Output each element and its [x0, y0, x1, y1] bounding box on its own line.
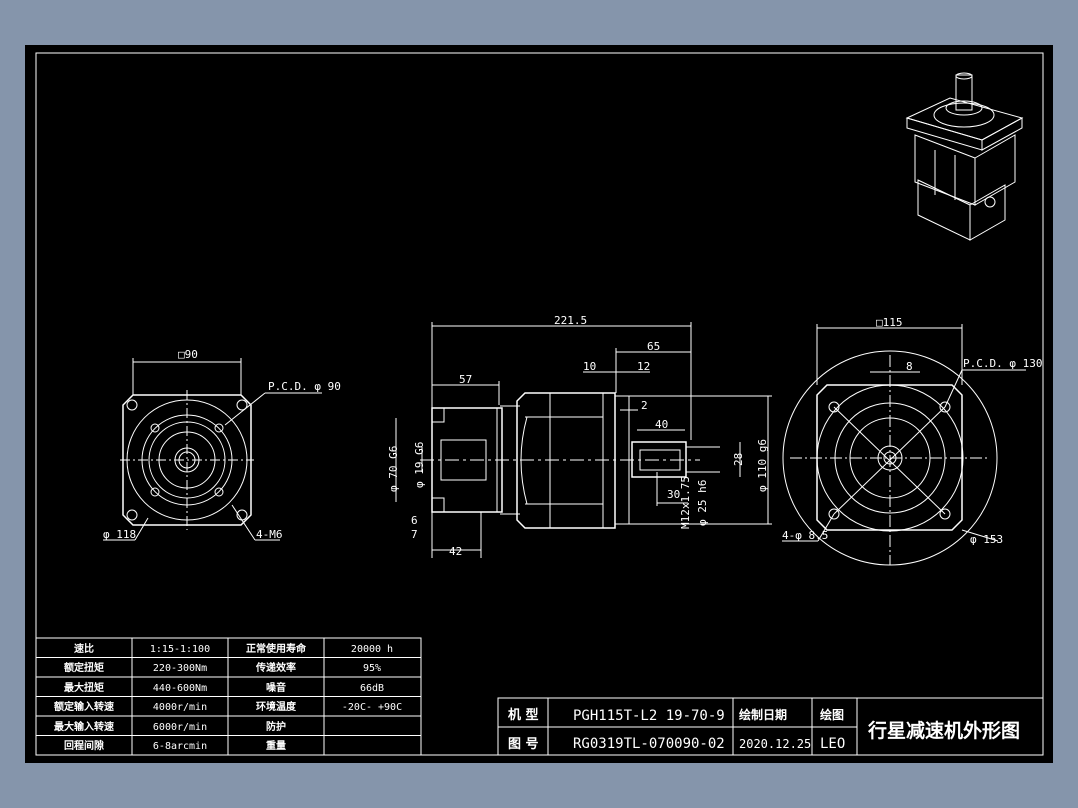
dim-right-8: 8 — [906, 360, 913, 373]
dim-6: 6 — [411, 514, 418, 527]
dim-right-square: □115 — [876, 316, 903, 329]
dim-42: 42 — [449, 545, 462, 558]
dim-m12: M12x1.75 — [679, 476, 692, 529]
title-block: 机 型 图 号 PGH115T-L2 19-70-9 RG0319TL-0700… — [497, 697, 1044, 756]
dim-left-holes: 4-M6 — [256, 528, 283, 541]
spec-value: 1:15-1:100 — [150, 644, 210, 655]
spec-value: 4000r/min — [153, 702, 207, 713]
spec-label: 环境温度 — [256, 700, 297, 713]
spec-value: 6000r/min — [153, 722, 207, 733]
dim-right-pcd: P.C.D. φ 130 — [963, 357, 1042, 370]
spec-value: 6-8arcmin — [153, 741, 207, 752]
spec-label: 额定扭矩 — [64, 661, 104, 674]
model-value: PGH115T-L2 19-70-9 — [573, 708, 725, 724]
dim-57: 57 — [459, 373, 472, 386]
dim-12: 12 — [637, 360, 650, 373]
date-value: 2020.12.25 — [739, 737, 811, 751]
spec-value: 220-300Nm — [153, 663, 207, 674]
dim-right-holes: 4-φ 8.5 — [782, 529, 828, 542]
spec-label: 正常使用寿命 — [246, 642, 307, 655]
input-flange-view: □90 P.C.D. φ 90 φ 118 4-M6 — [103, 348, 341, 541]
drawer-label: 绘图 — [820, 707, 844, 722]
spec-label: 防护 — [266, 720, 286, 733]
dim-10: 10 — [583, 360, 596, 373]
dim-phi110: φ 110 g6 — [756, 439, 769, 492]
spec-value: 95% — [363, 663, 381, 674]
spec-value: 440-600Nm — [153, 683, 207, 694]
dim-phi25: φ 25 h6 — [696, 480, 709, 526]
dim-left-dia: φ 118 — [103, 528, 136, 541]
dim-7: 7 — [411, 528, 418, 541]
dim-phi70: φ 70 G6 — [387, 446, 400, 492]
spec-label: 传递效率 — [255, 661, 296, 674]
spec-table: 速比 1:15-1:100 正常使用寿命 20000 h 额定扭矩 220-30… — [35, 637, 422, 756]
output-flange-view: □115 8 P.C.D. φ 130 4-φ 8.5 φ 153 — [782, 316, 1042, 566]
dim-40: 40 — [655, 418, 668, 431]
spec-label: 最大扭矩 — [64, 681, 104, 694]
spec-label: 额定输入转速 — [54, 700, 114, 713]
drawing-no-label: 图 号 — [508, 737, 539, 752]
date-label: 绘制日期 — [739, 707, 787, 722]
spec-label: 重量 — [266, 739, 286, 752]
dim-left-pcd: P.C.D. φ 90 — [268, 380, 341, 393]
dim-30: 30 — [667, 488, 680, 501]
dim-right-dia: φ 153 — [970, 533, 1003, 546]
dim-phi19: φ 19 G6 — [413, 442, 426, 488]
spec-label: 噪音 — [266, 681, 286, 694]
drawer-value: LEO — [820, 736, 845, 752]
gearbox-3d-thumbnail — [905, 72, 1024, 241]
dim-2: 2 — [641, 399, 648, 412]
dim-28: 28 — [732, 453, 745, 466]
spec-label: 回程间隙 — [64, 739, 104, 752]
side-section-view: 221.5 65 57 10 12 2 40 30 28 φ 110 g6 φ … — [387, 314, 772, 558]
dim-total-length: 221.5 — [554, 314, 587, 327]
spec-label: 最大输入转速 — [54, 720, 114, 733]
spec-value: 66dB — [360, 683, 384, 694]
dim-65: 65 — [647, 340, 660, 353]
dim-left-square: □90 — [178, 348, 198, 361]
spec-value: 20000 h — [351, 644, 393, 655]
drawing-no-value: RG0319TL-070090-02 — [573, 736, 725, 752]
model-label: 机 型 — [508, 707, 539, 723]
spec-value: -20C- +90C — [342, 702, 402, 713]
spec-label: 速比 — [74, 642, 94, 655]
drawing-title: 行星减速机外形图 — [867, 719, 1020, 742]
